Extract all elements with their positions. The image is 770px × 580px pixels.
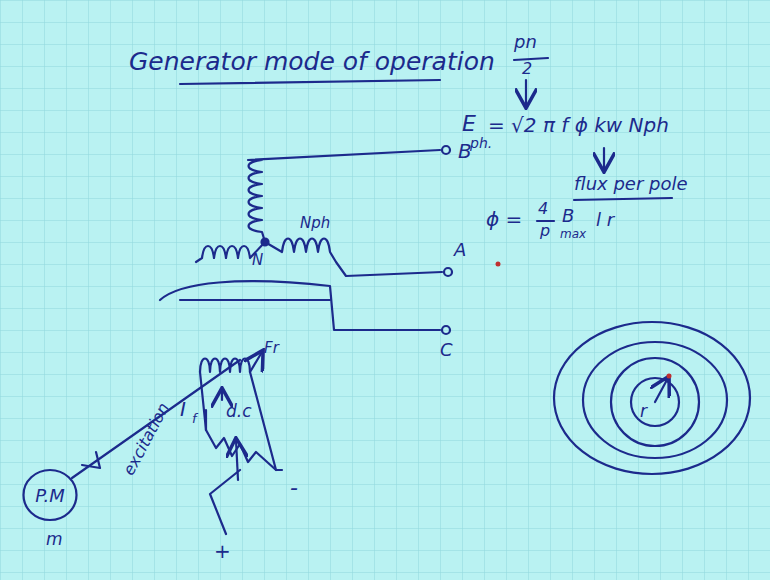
flux-density-symbol: B <box>562 206 574 226</box>
dimension-label: l r <box>596 210 614 230</box>
terminal-label: B <box>458 140 472 162</box>
subscript: max <box>560 228 586 241</box>
subscript: f <box>192 412 197 426</box>
flux-equation: ϕ = <box>486 208 522 230</box>
speed-label: m <box>46 530 63 549</box>
neutral-label: N <box>252 252 263 269</box>
dc-label: d.c <box>226 402 252 421</box>
emf-equation: = √2 π f ϕ kw Nph <box>488 114 669 136</box>
flux-heading: flux per pole <box>574 174 688 194</box>
fraction-denominator: 2 <box>522 60 532 78</box>
current-label: I <box>180 398 186 420</box>
emf-symbol: E <box>462 112 476 136</box>
subscript: ph. <box>470 136 492 151</box>
fraction-numerator: 4 <box>538 200 548 218</box>
winding-label: Nph <box>300 215 330 232</box>
prime-mover-circle: P.M <box>22 467 78 523</box>
terminal-label: C <box>440 340 453 360</box>
polarity-sign: - <box>290 476 298 500</box>
diagram-title: Generator mode of operation <box>129 48 495 76</box>
fraction-numerator: pn <box>514 32 537 52</box>
terminal-label: A <box>454 240 466 260</box>
mmf-label: Fr <box>264 340 279 357</box>
polarity-sign: + <box>214 540 231 562</box>
radius-label: r <box>640 402 647 421</box>
fraction-denominator: p <box>540 222 550 240</box>
node-text: P.M <box>35 485 65 506</box>
